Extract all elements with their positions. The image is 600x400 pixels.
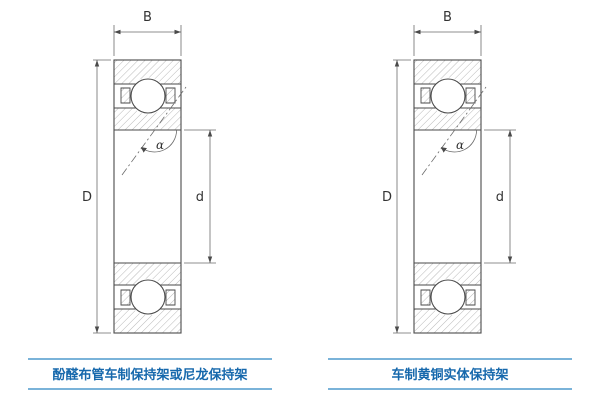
contact-angle-arc: [140, 129, 177, 153]
bearing-cross-section: [413, 59, 487, 334]
dimensions: B D d α: [382, 10, 516, 334]
dim-label-contact-angle: α: [156, 138, 164, 152]
contact-angle-line: [121, 86, 187, 176]
raceway-clearance-bottom: [429, 278, 467, 316]
dim-label-width: B: [143, 10, 152, 25]
ball-bottom: [130, 279, 166, 315]
figure-caption: 酚醛布管车制保持架或尼龙保持架: [52, 368, 248, 383]
ball-top: [130, 78, 166, 114]
bearing-envelope: [413, 59, 482, 334]
ring-hatching: [114, 60, 181, 333]
contact-angle-line: [421, 86, 487, 176]
contact-angle-arc: [440, 129, 477, 153]
dim-label-outer-diameter: D: [382, 190, 392, 205]
dimension-lines: [396, 31, 511, 333]
raceway-clearance-bottom: [129, 278, 167, 316]
caption-rule-bottom: [28, 388, 272, 390]
figure-caption: 车制黄铜实体保持架: [391, 368, 509, 383]
cage-segments: [420, 87, 476, 306]
bearing-figure-right: B D d α 车制黄铜实体保持架: [300, 0, 600, 400]
caption-rule-top: [28, 358, 272, 360]
raceway-clearance-top: [129, 77, 167, 115]
caption-rule-top: [328, 358, 572, 360]
bearing-envelope: [113, 59, 182, 334]
figure-caption-block: 酚醛布管车制保持架或尼龙保持架: [0, 358, 300, 390]
bearing-cross-section: [113, 59, 187, 334]
ball-top: [430, 78, 466, 114]
cage-segments: [120, 87, 176, 306]
dim-label-outer-diameter: D: [82, 190, 92, 205]
bearing-cross-section-drawing: B D d α: [82, 10, 216, 334]
ring-hatching: [414, 60, 481, 333]
figure-caption-block: 车制黄铜实体保持架: [300, 358, 600, 390]
caption-rule-bottom: [328, 388, 572, 390]
dimensions: B D d α: [82, 10, 216, 334]
ball-bottom: [430, 279, 466, 315]
dim-label-bore-diameter: d: [196, 190, 204, 205]
dimension-lines: [96, 31, 211, 333]
bearing-figure-left: B D d α 酚醛布管车制保持架或尼龙保持架: [0, 10, 300, 390]
extension-lines: [393, 25, 516, 334]
dim-label-contact-angle: α: [456, 138, 464, 152]
bearing-cross-section-drawing: B D d α: [382, 10, 516, 334]
dim-label-width: B: [443, 10, 452, 25]
raceway-clearance-top: [429, 77, 467, 115]
dim-label-bore-diameter: d: [496, 190, 504, 205]
extension-lines: [93, 25, 216, 334]
